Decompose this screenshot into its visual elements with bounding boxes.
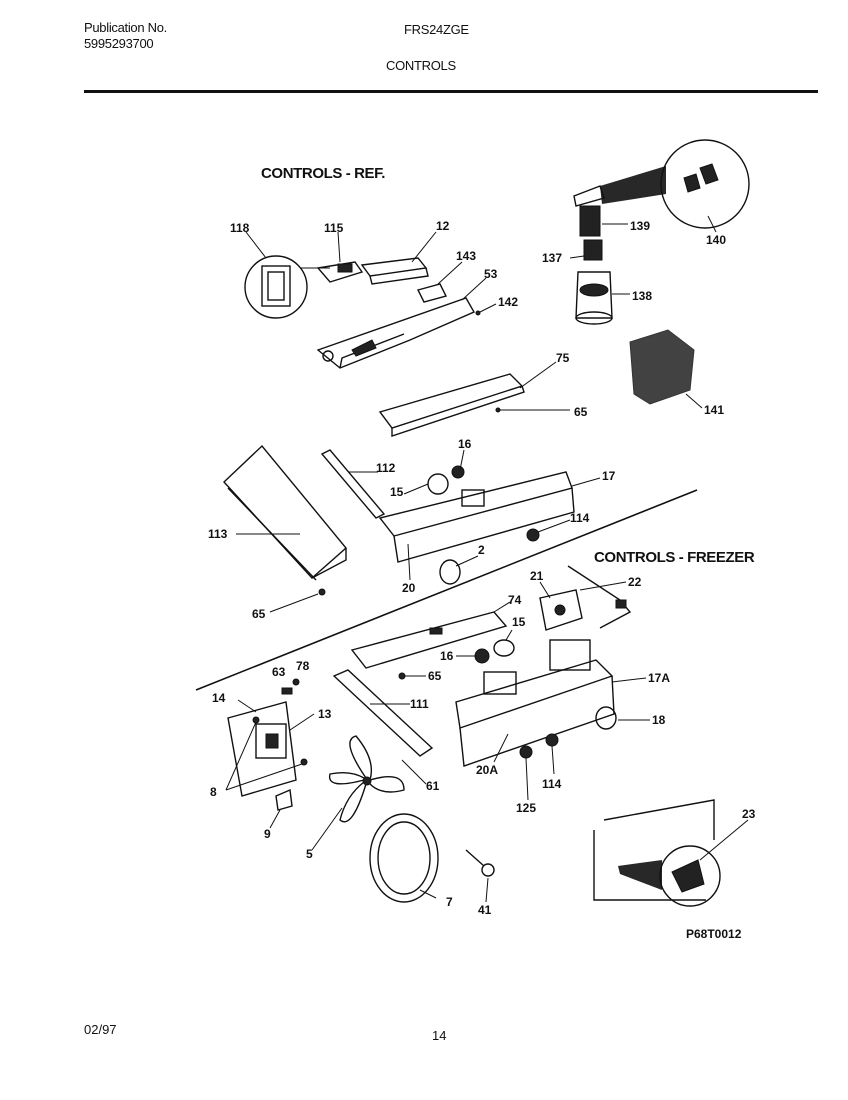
part-115-bracket: [316, 261, 364, 283]
part-9-bracket: [275, 788, 293, 811]
part-15-bulb: [493, 639, 515, 657]
part-53-control-housing: [316, 297, 481, 369]
part-7-fan-shroud: [369, 813, 439, 903]
part-75-cover-plate: [378, 361, 557, 437]
part-138-knob: [575, 271, 630, 325]
callout-9: 9: [264, 827, 271, 841]
page-number: 14: [432, 1028, 447, 1043]
callout-7: 7: [446, 895, 453, 909]
callout-53: 53: [484, 267, 498, 281]
part-114-socket-freezer: [545, 733, 559, 747]
callout-2: 2: [478, 543, 485, 557]
part-125-socket: [519, 745, 533, 759]
callout-143: 143: [456, 249, 476, 263]
callout-111: 111: [410, 697, 429, 711]
callout-15-a: 15: [390, 485, 404, 499]
callout-137: 137: [542, 251, 562, 265]
section-title-ref: CONTROLS - REF.: [261, 165, 385, 182]
callout-65-c: 65: [428, 669, 442, 683]
part-5-fan-blade: [328, 735, 405, 823]
part-17a-control-housing: [455, 639, 615, 767]
callout-61: 61: [426, 779, 440, 793]
callout-22: 22: [628, 575, 642, 589]
publication-number: 5995293700: [84, 36, 154, 51]
callout-125: 125: [516, 801, 536, 815]
callout-16-a: 16: [458, 437, 472, 451]
part-65-screw-a: [318, 588, 326, 596]
part-118-gasket-detail: [244, 255, 330, 319]
part-78-screw: [292, 678, 300, 686]
callout-140: 140: [706, 233, 726, 247]
callout-139: 139: [630, 219, 650, 233]
part-23-detail: [593, 799, 721, 907]
callout-13: 13: [318, 707, 332, 721]
part-111-rod: [332, 669, 434, 757]
part-41-screw: [465, 849, 495, 877]
part-137-spring: [569, 239, 603, 261]
part-113-panel: [223, 444, 347, 581]
callout-labels: 118 115 12 143 53 142 139 140 137 138 14…: [208, 219, 756, 941]
page-title: CONTROLS: [386, 58, 456, 73]
diagram-code: P68T0012: [686, 927, 742, 941]
header-rule: [84, 90, 818, 93]
part-18-knob: [595, 706, 617, 730]
section-divider-line: [195, 489, 698, 691]
callout-41: 41: [478, 903, 492, 917]
callout-138: 138: [632, 289, 652, 303]
callout-18: 18: [652, 713, 666, 727]
part-14-bracket: [227, 701, 297, 797]
part-141-switch: [629, 329, 703, 409]
publication-label: Publication No.: [84, 20, 167, 35]
callout-23: 23: [742, 807, 756, 821]
callout-17: 17: [602, 469, 616, 483]
callout-12: 12: [436, 219, 450, 233]
footer-date: 02/97: [84, 1022, 117, 1037]
callout-112: 112: [376, 461, 396, 475]
callout-15-b: 15: [512, 615, 526, 629]
callout-20: 20: [402, 581, 416, 595]
part-21-thermostat: [539, 589, 583, 631]
callout-113: 113: [208, 527, 228, 541]
part-74-cover-plate: [350, 611, 508, 669]
part-114-socket: [526, 528, 540, 542]
callout-17a: 17A: [648, 671, 670, 685]
part-13-motor: [255, 723, 287, 759]
callout-16-b: 16: [440, 649, 454, 663]
leader-lines: [225, 215, 749, 903]
callout-65-b: 65: [252, 607, 266, 621]
model-number: FRS24ZGE: [404, 22, 469, 37]
callout-74: 74: [508, 593, 522, 607]
part-2-knob: [439, 559, 461, 585]
callout-63: 63: [272, 665, 286, 679]
callout-5: 5: [306, 847, 313, 861]
callout-141: 141: [704, 403, 724, 417]
callout-20a: 20A: [476, 763, 498, 777]
part-16-socket: [474, 648, 490, 664]
part-63-clip: [281, 687, 293, 695]
callout-21: 21: [530, 569, 544, 583]
callout-114-a: 114: [570, 511, 590, 525]
section-title-freezer: CONTROLS - FREEZER: [594, 549, 755, 566]
part-140-detail: [600, 139, 750, 229]
callout-114-b: 114: [542, 777, 562, 791]
part-143-clip: [416, 283, 448, 303]
callout-118: 118: [230, 221, 250, 235]
callout-14: 14: [212, 691, 226, 705]
part-22-wire: [567, 565, 632, 629]
part-12-housing: [360, 257, 429, 285]
callout-115: 115: [324, 221, 344, 235]
callout-8: 8: [210, 785, 217, 799]
callout-142: 142: [498, 295, 518, 309]
callout-78: 78: [296, 659, 310, 673]
callout-65-a: 65: [574, 405, 588, 419]
part-112-rod: [320, 449, 386, 519]
callout-75: 75: [556, 351, 570, 365]
part-17-control-housing: [378, 465, 575, 563]
